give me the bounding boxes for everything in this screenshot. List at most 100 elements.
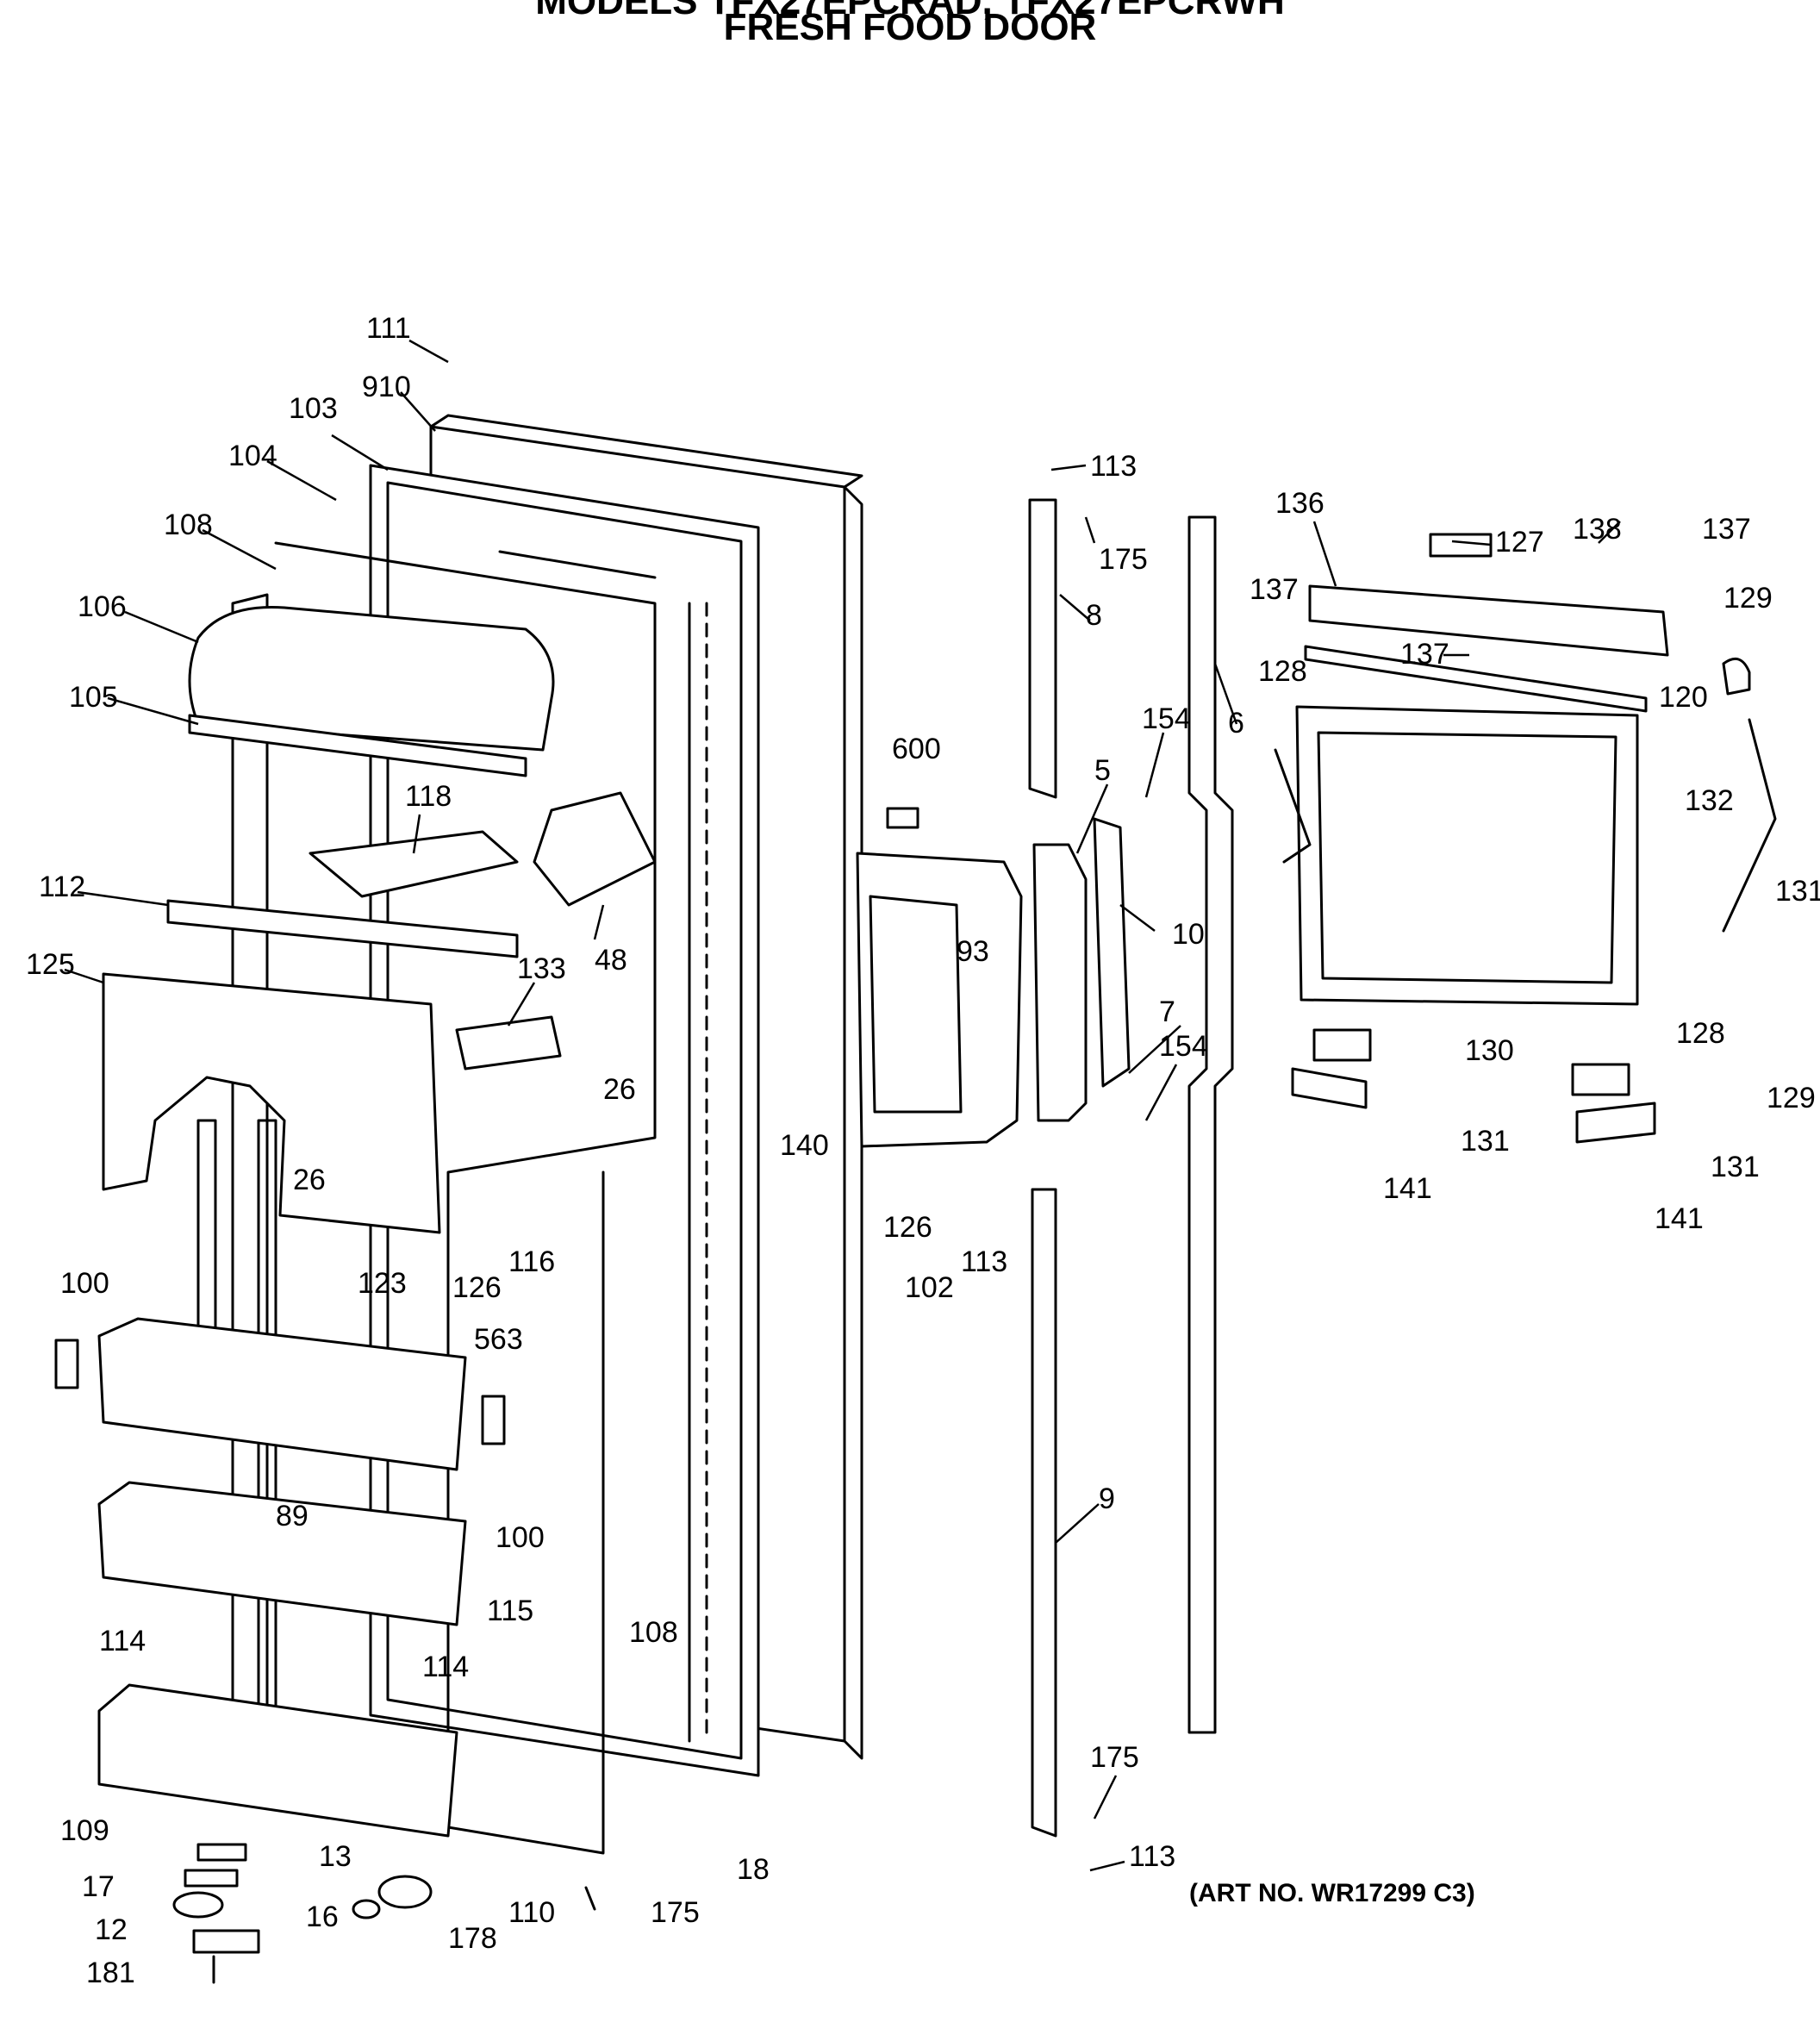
hinge-bracket-130b — [1571, 1063, 1630, 1096]
clip-100-right — [481, 1395, 506, 1445]
callout-18: 18 — [737, 1853, 770, 1886]
callout-140: 140 — [780, 1129, 829, 1162]
hinge-arm-right — [1722, 718, 1777, 933]
callout-175b: 175 — [1099, 543, 1148, 576]
diagram-title: MODELS TFX27EPCRAD, TFX27EPCRWH — [535, 0, 1285, 22]
bracket-141-right — [1575, 1102, 1656, 1144]
callout-138: 138 — [1573, 513, 1622, 546]
bracket-141-left — [1291, 1067, 1368, 1109]
part-600 — [886, 807, 919, 829]
callout-127: 127 — [1495, 526, 1544, 559]
callout-6: 6 — [1228, 707, 1244, 740]
bin-109 — [97, 1683, 458, 1838]
callout-126a: 126 — [452, 1271, 502, 1304]
callout-114b: 114 — [422, 1651, 469, 1683]
hinge-arm-left — [1274, 748, 1312, 864]
hinge-bracket-130a — [1312, 1028, 1372, 1062]
callout-9: 9 — [1099, 1482, 1115, 1515]
callout-137c: 137 — [1400, 638, 1449, 671]
feature-door-top-cap — [1308, 584, 1669, 657]
clip-100-left — [54, 1339, 79, 1389]
cap-110 — [377, 1875, 433, 1909]
callout-115: 115 — [487, 1595, 533, 1627]
callout-154a: 154 — [1142, 702, 1191, 735]
callout-136: 136 — [1275, 487, 1324, 520]
callout-105: 105 — [69, 681, 118, 714]
hinge-bracket-127 — [1429, 533, 1493, 558]
callout-123: 123 — [358, 1267, 407, 1300]
callout-7: 7 — [1159, 996, 1175, 1028]
callout-116: 116 — [508, 1245, 555, 1278]
dispenser-frame — [856, 852, 1023, 1148]
leader-lines — [64, 339, 1621, 1872]
callout-16: 16 — [306, 1901, 339, 1933]
callout-175c: 175 — [1090, 1741, 1139, 1774]
callout-12: 12 — [95, 1913, 128, 1946]
callout-109: 109 — [60, 1814, 109, 1847]
callout-103: 103 — [289, 392, 338, 425]
bushing-16 — [172, 1891, 224, 1919]
cap-178 — [352, 1899, 381, 1919]
callout-13: 13 — [319, 1840, 352, 1873]
callout-131a: 131 — [1775, 875, 1820, 908]
callout-129b: 129 — [1767, 1082, 1816, 1114]
callout-563: 563 — [474, 1323, 523, 1356]
callout-181: 181 — [86, 1957, 135, 1989]
callout-137a: 137 — [1702, 513, 1751, 546]
diagram-header: MODELS TFX27EPCRAD, TFX27EPCRWH FRESH FO… — [0, 0, 1820, 69]
feature-door-frame — [1295, 705, 1639, 1006]
hinge-plate-13 — [196, 1843, 247, 1862]
callout-8: 8 — [1086, 599, 1102, 632]
callout-154b: 154 — [1159, 1030, 1208, 1063]
callout-104: 104 — [228, 440, 277, 472]
callout-141a: 141 — [1383, 1172, 1432, 1205]
callout-178: 178 — [448, 1922, 497, 1955]
trim-strip-9 — [1031, 1188, 1057, 1838]
bin-115 — [97, 1481, 467, 1626]
callout-132: 132 — [1685, 784, 1734, 817]
callout-175a: 175 — [651, 1896, 700, 1929]
callout-129a: 129 — [1723, 582, 1773, 615]
callout-93: 93 — [957, 935, 989, 968]
callout-600: 600 — [892, 733, 941, 765]
cap-129 — [1722, 657, 1751, 696]
callout-100b: 100 — [496, 1521, 545, 1554]
dairy-door-rail — [188, 714, 527, 777]
callout-110: 110 — [508, 1896, 555, 1929]
dispenser-assembly — [533, 791, 657, 907]
bin-123 — [97, 1317, 467, 1471]
art-number: (ART NO. WR17299 C3) — [1189, 1879, 1475, 1907]
callout-100a: 100 — [60, 1267, 109, 1300]
callout-26a: 26 — [603, 1073, 636, 1106]
callout-113c: 113 — [1129, 1840, 1175, 1873]
callout-128a: 128 — [1258, 655, 1307, 688]
hinge-plate-17 — [184, 1869, 239, 1888]
callout-108b: 108 — [629, 1616, 678, 1649]
callout-114a: 114 — [99, 1625, 146, 1657]
callout-102: 102 — [905, 1271, 954, 1304]
callout-128b: 128 — [1676, 1017, 1725, 1050]
door-gasket — [1187, 515, 1234, 1734]
trim-strip-8 — [1028, 498, 1057, 799]
hinge-12 — [192, 1929, 260, 1954]
handle-cap-7 — [1093, 817, 1131, 1088]
door-inner-liner — [369, 464, 760, 1777]
callout-108: 108 — [164, 509, 213, 541]
dairy-compartment — [188, 605, 555, 752]
shelf-rail — [166, 899, 519, 958]
callout-5: 5 — [1094, 754, 1111, 787]
callout-118: 118 — [405, 780, 452, 813]
screw-175-bottom — [584, 1886, 596, 1911]
callout-130: 130 — [1465, 1034, 1514, 1067]
callout-17: 17 — [82, 1870, 115, 1903]
callout-26b: 26 — [293, 1164, 326, 1196]
front-panel — [102, 972, 441, 1234]
callout-131b: 131 — [1461, 1125, 1510, 1158]
callout-126b: 126 — [883, 1211, 932, 1244]
butter-tray — [309, 830, 519, 898]
callout-125: 125 — [26, 948, 75, 981]
callout-89: 89 — [276, 1500, 309, 1532]
callout-137b: 137 — [1250, 573, 1299, 606]
callout-48: 48 — [595, 944, 627, 977]
